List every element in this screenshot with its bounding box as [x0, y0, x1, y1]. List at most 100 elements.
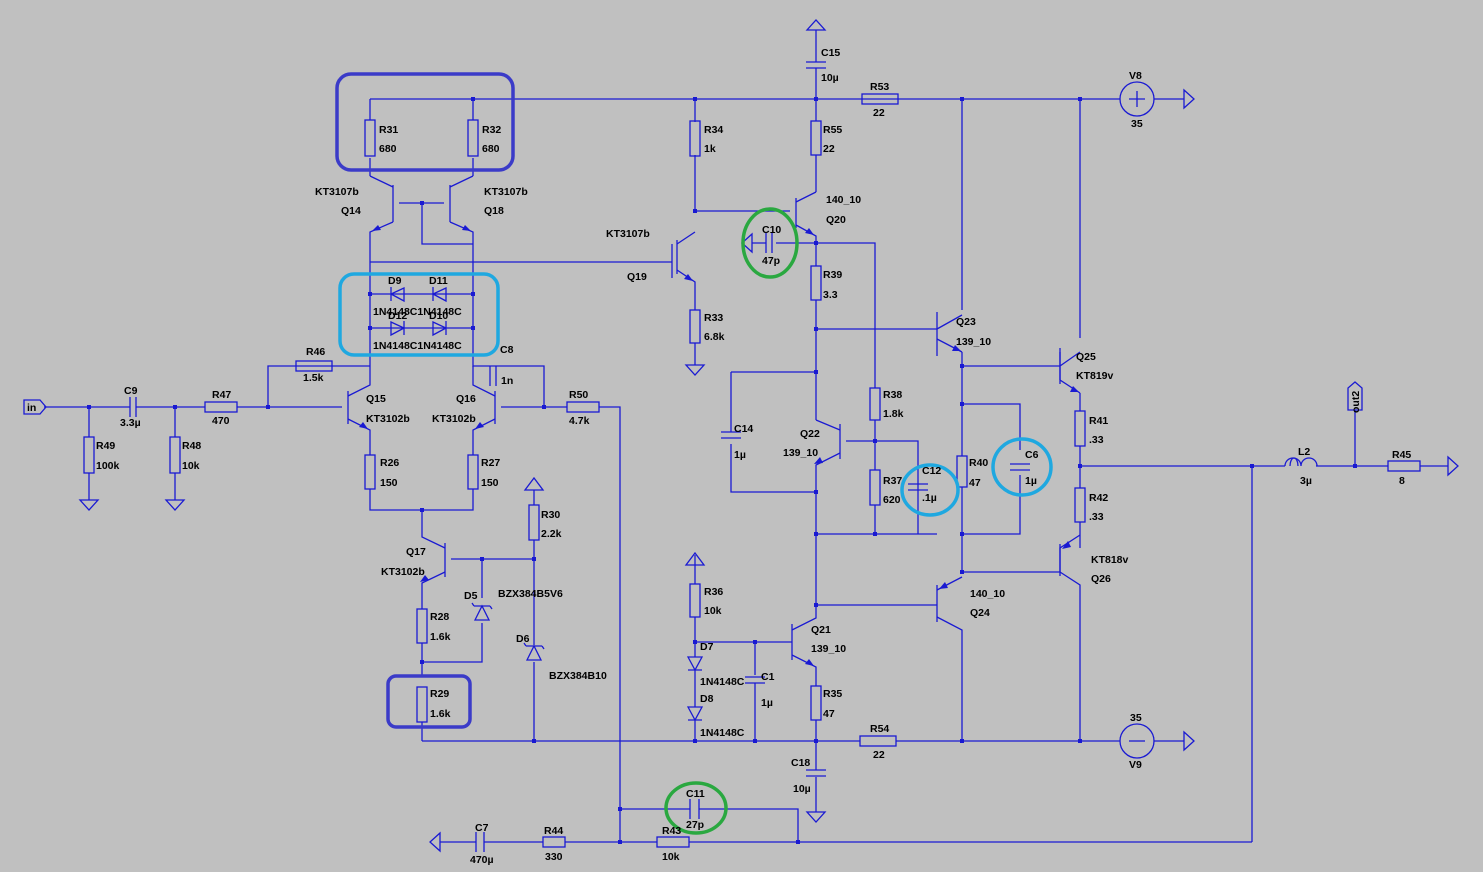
highlight-green	[741, 207, 799, 279]
res-R54	[859, 735, 897, 747]
label-R32-value: 680	[482, 143, 500, 155]
label-R44-value: 330	[545, 851, 563, 863]
res-R34	[689, 120, 701, 157]
label-out2: out2	[1350, 391, 1362, 413]
highlight-cyan	[900, 463, 960, 517]
label-C1-value: 1µ	[761, 697, 773, 709]
label-V9-value: 35	[1130, 712, 1142, 724]
label-D7: D7	[700, 641, 714, 653]
label-R31-value: 680	[379, 143, 397, 155]
label-R55: R55	[823, 124, 842, 136]
res-R53	[861, 93, 899, 105]
label-V9: V9	[1129, 759, 1142, 771]
label-R47-value: 470	[212, 415, 230, 427]
label-D8: D8	[700, 693, 714, 705]
label-in: in	[27, 402, 36, 414]
transistor-arrows	[359, 225, 1079, 666]
cap-C18	[806, 769, 826, 777]
label-Q24: Q24	[970, 607, 990, 619]
label-R37-value: 620	[883, 494, 901, 506]
res-R40	[956, 455, 968, 488]
diode-D6	[523, 642, 545, 661]
label-R41: R41	[1089, 415, 1108, 427]
label-Q24-model: 140_10	[970, 588, 1005, 600]
label-D12: D12	[388, 310, 407, 322]
res-R45	[1387, 460, 1421, 472]
diode-D11	[431, 286, 447, 303]
label-C15-value: 10µ	[821, 72, 839, 84]
label-Q16-model: KT3102b	[432, 413, 476, 425]
label-R41-value: .33	[1089, 434, 1104, 446]
label-R33-value: 6.8k	[704, 331, 725, 343]
label-R55-value: 22	[823, 143, 835, 155]
output-port-icon	[1347, 381, 1363, 411]
res-R46	[295, 360, 333, 372]
highlight-dark-blue	[335, 72, 515, 172]
label-C9-value: 3.3µ	[120, 417, 141, 429]
label-Q15: Q15	[366, 393, 386, 405]
supply-flag-icon	[805, 19, 827, 31]
label-R42: R42	[1089, 492, 1108, 504]
label-Q14: Q14	[341, 205, 361, 217]
label-D7-model: 1N4148C	[700, 676, 745, 688]
label-R26: R26	[380, 457, 399, 469]
ground-icon	[429, 831, 441, 853]
label-R50: R50	[569, 389, 588, 401]
input-port-icon	[23, 399, 47, 415]
label-R49-value: 100k	[96, 460, 120, 472]
label-R30: R30	[541, 509, 560, 521]
label-R49: R49	[96, 440, 115, 452]
highlight-dark-blue	[386, 674, 472, 729]
label-R33: R33	[704, 312, 723, 324]
ground-icon	[805, 811, 827, 823]
label-R34: R34	[704, 124, 723, 136]
resistors	[83, 93, 1421, 848]
label-R35: R35	[823, 688, 842, 700]
label-R48: R48	[182, 440, 201, 452]
label-C14: C14	[734, 423, 753, 435]
label-D11: D11	[429, 275, 448, 287]
label-R47: R47	[212, 389, 231, 401]
highlight-cyan	[991, 437, 1053, 497]
diode-D9	[389, 286, 405, 303]
label-R28-value: 1.6k	[430, 631, 451, 643]
label-L2: L2	[1298, 446, 1310, 458]
label-Q25: Q25	[1076, 351, 1096, 363]
label-D6-model: BZX384B10	[549, 670, 607, 682]
label-R26-value: 150	[380, 477, 398, 489]
cap-C14	[721, 431, 741, 439]
label-D8-model: 1N4148C	[700, 727, 745, 739]
label-R38-value: 1.8k	[883, 408, 904, 420]
label-R30-value: 2.2k	[541, 528, 562, 540]
label-L2-value: 3µ	[1300, 475, 1312, 487]
highlights	[335, 72, 1053, 835]
cap-C10	[765, 233, 773, 253]
label-D10: D10	[429, 310, 448, 322]
label-C1: C1	[761, 671, 775, 683]
res-R44	[542, 836, 566, 848]
label-R50-value: 4.7k	[569, 415, 590, 427]
label-Q17: Q17	[406, 546, 426, 558]
label-R29: R29	[430, 688, 449, 700]
res-R31	[364, 119, 376, 157]
cap-C9	[129, 397, 137, 417]
label-Q26-model: KT818v	[1091, 554, 1129, 566]
label-C14-value: 1µ	[734, 449, 746, 461]
label-Q18-model: KT3107b	[484, 186, 528, 198]
label-C12-value: .1µ	[922, 492, 937, 504]
label-R54-value: 22	[873, 749, 885, 761]
res-R26	[364, 454, 376, 490]
label-R39: R39	[823, 269, 842, 281]
junctions	[87, 97, 1357, 844]
label-Q19-model: KT3107b	[606, 228, 650, 240]
label-R53: R53	[870, 81, 889, 93]
label-D5-model: BZX384B5V6	[498, 588, 563, 600]
cap-C6	[1010, 463, 1030, 471]
label-Q23-model: 139_10	[956, 336, 991, 348]
label-Q21: Q21	[811, 624, 831, 636]
label-C15: C15	[821, 47, 840, 59]
res-R33	[689, 309, 701, 344]
label-C6-value: 1µ	[1025, 475, 1037, 487]
supply-flag-icon	[684, 551, 706, 566]
res-R50	[566, 401, 600, 413]
